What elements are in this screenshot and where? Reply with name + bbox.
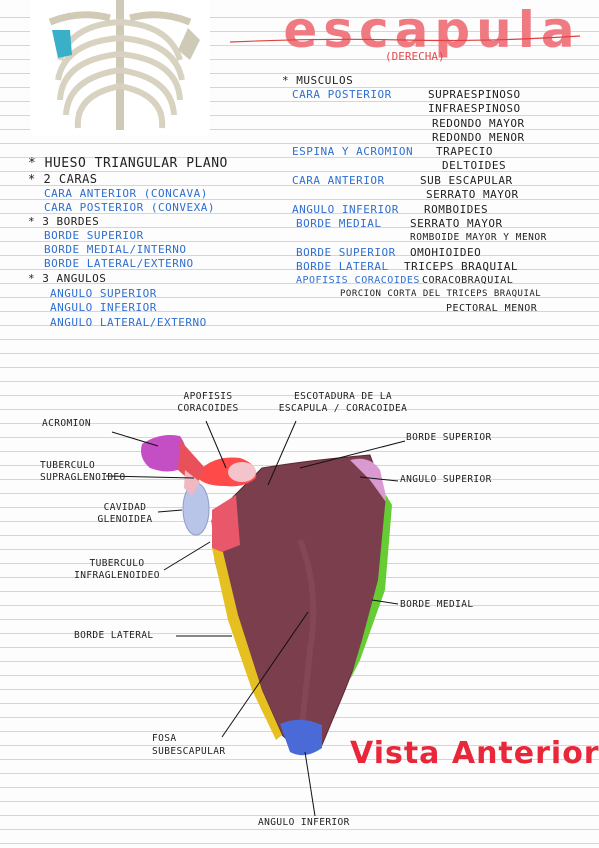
muscle-item: TRAPECIO — [436, 145, 493, 158]
title-underline — [229, 35, 581, 43]
muscle-region: BORDE MEDIAL — [296, 217, 382, 230]
border-item: BORDE SUPERIOR — [44, 229, 144, 242]
superior-angle — [350, 458, 388, 505]
label-cavidad: CAVIDAD GLENOIDEA — [97, 502, 153, 525]
muscle-region: APOFISIS CORACOIDES — [296, 275, 420, 286]
muscle-item: SERRATO MAYOR — [410, 217, 503, 230]
muscle-item: SUPRAESPINOSO — [428, 88, 521, 101]
borders-header: * 3 BORDES — [28, 215, 100, 228]
muscle-item: ROMBOIDE MAYOR Y MENOR — [410, 232, 547, 243]
label-borde-superior: BORDE SUPERIOR — [406, 432, 492, 443]
faces-header-text: 2 CARAS — [43, 172, 98, 186]
label-borde-medial: BORDE MEDIAL — [400, 599, 474, 610]
lateral-border — [212, 548, 282, 740]
muscle-region: BORDE SUPERIOR — [296, 246, 396, 259]
muscle-item: INFRAESPINOSO — [428, 102, 521, 115]
title-block: escapula — [272, 2, 592, 62]
borders-header-text: 3 BORDES — [42, 215, 100, 228]
label-acromion: ACROMION — [42, 418, 91, 429]
muscle-item: REDONDO MAYOR — [432, 117, 525, 130]
scapula-diagram — [105, 420, 406, 817]
medial-border — [350, 495, 392, 680]
muscle-region: ESPINA Y ACROMION — [292, 145, 414, 158]
view-title: Vista Anterior — [350, 736, 599, 771]
muscle-region: CARA POSTERIOR — [292, 88, 392, 101]
muscle-item: REDONDO MENOR — [432, 131, 525, 144]
muscle-item: PECTORAL MENOR — [446, 303, 538, 314]
muscle-item: DELTOIDES — [442, 159, 507, 172]
muscles-header-text: MUSCULOS — [296, 74, 354, 87]
label-fosa: FOSA SUBESCAPULAR — [152, 733, 226, 757]
label-tuberculo-supra: TUBERCULO SUPRAGLENOIDEO — [40, 460, 126, 483]
muscle-region: ANGULO INFERIOR — [292, 203, 399, 216]
face-item: CARA POSTERIOR (CONVEXA) — [44, 201, 215, 214]
label-borde-lateral: BORDE LATERAL — [74, 630, 154, 641]
muscles-header: * MUSCULOS — [282, 74, 354, 87]
muscle-item: SUB ESCAPULAR — [420, 174, 513, 187]
border-item: BORDE MEDIAL/INTERNO — [44, 243, 187, 256]
muscle-item: CORACOBRAQUIAL — [422, 275, 514, 286]
label-apofisis: APOFISIS CORACOIDES — [177, 391, 239, 414]
border-item: BORDE LATERAL/EXTERNO — [44, 257, 194, 270]
label-tuberculo-infra: TUBERCULO INFRAGLENOIDEO — [74, 558, 160, 581]
label-angulo-superior: ANGULO SUPERIOR — [400, 474, 492, 485]
feature-title-text: HUESO TRIANGULAR PLANO — [44, 156, 228, 171]
page-subtitle: (DERECHA) — [385, 50, 445, 63]
muscle-item: SERRATO MAYOR — [426, 188, 519, 201]
subscapular-fossa — [211, 454, 389, 753]
face-item: CARA ANTERIOR (CONCAVA) — [44, 187, 208, 200]
muscle-item: TRICEPS BRAQUIAL — [404, 260, 518, 273]
muscle-item: PORCION CORTA DEL TRICEPS BRAQUIAL — [340, 289, 542, 299]
feature-title: * HUESO TRIANGULAR PLANO — [28, 156, 228, 171]
muscle-item: OMOHIOIDEO — [410, 246, 482, 259]
angles-header: * 3 ANGULOS — [28, 272, 107, 285]
label-escotadura: ESCOTADURA DE LA ESCAPULA / CORACOIDEA — [278, 391, 408, 414]
angle-item: ANGULO SUPERIOR — [50, 287, 157, 300]
inferior-angle — [280, 719, 322, 756]
label-angulo-inferior: ANGULO INFERIOR — [258, 817, 350, 828]
muscle-item: ROMBOIDES — [424, 203, 489, 216]
faces-header: * 2 CARAS — [28, 172, 98, 186]
ribcage-illustration — [30, 0, 210, 135]
angle-item: ANGULO INFERIOR — [50, 301, 157, 314]
angles-header-text: 3 ANGULOS — [42, 272, 107, 285]
angle-item: ANGULO LATERAL/EXTERNO — [50, 316, 207, 329]
muscle-region: CARA ANTERIOR — [292, 174, 385, 187]
page-title: escapula — [283, 1, 581, 59]
muscle-region: BORDE LATERAL — [296, 260, 389, 273]
